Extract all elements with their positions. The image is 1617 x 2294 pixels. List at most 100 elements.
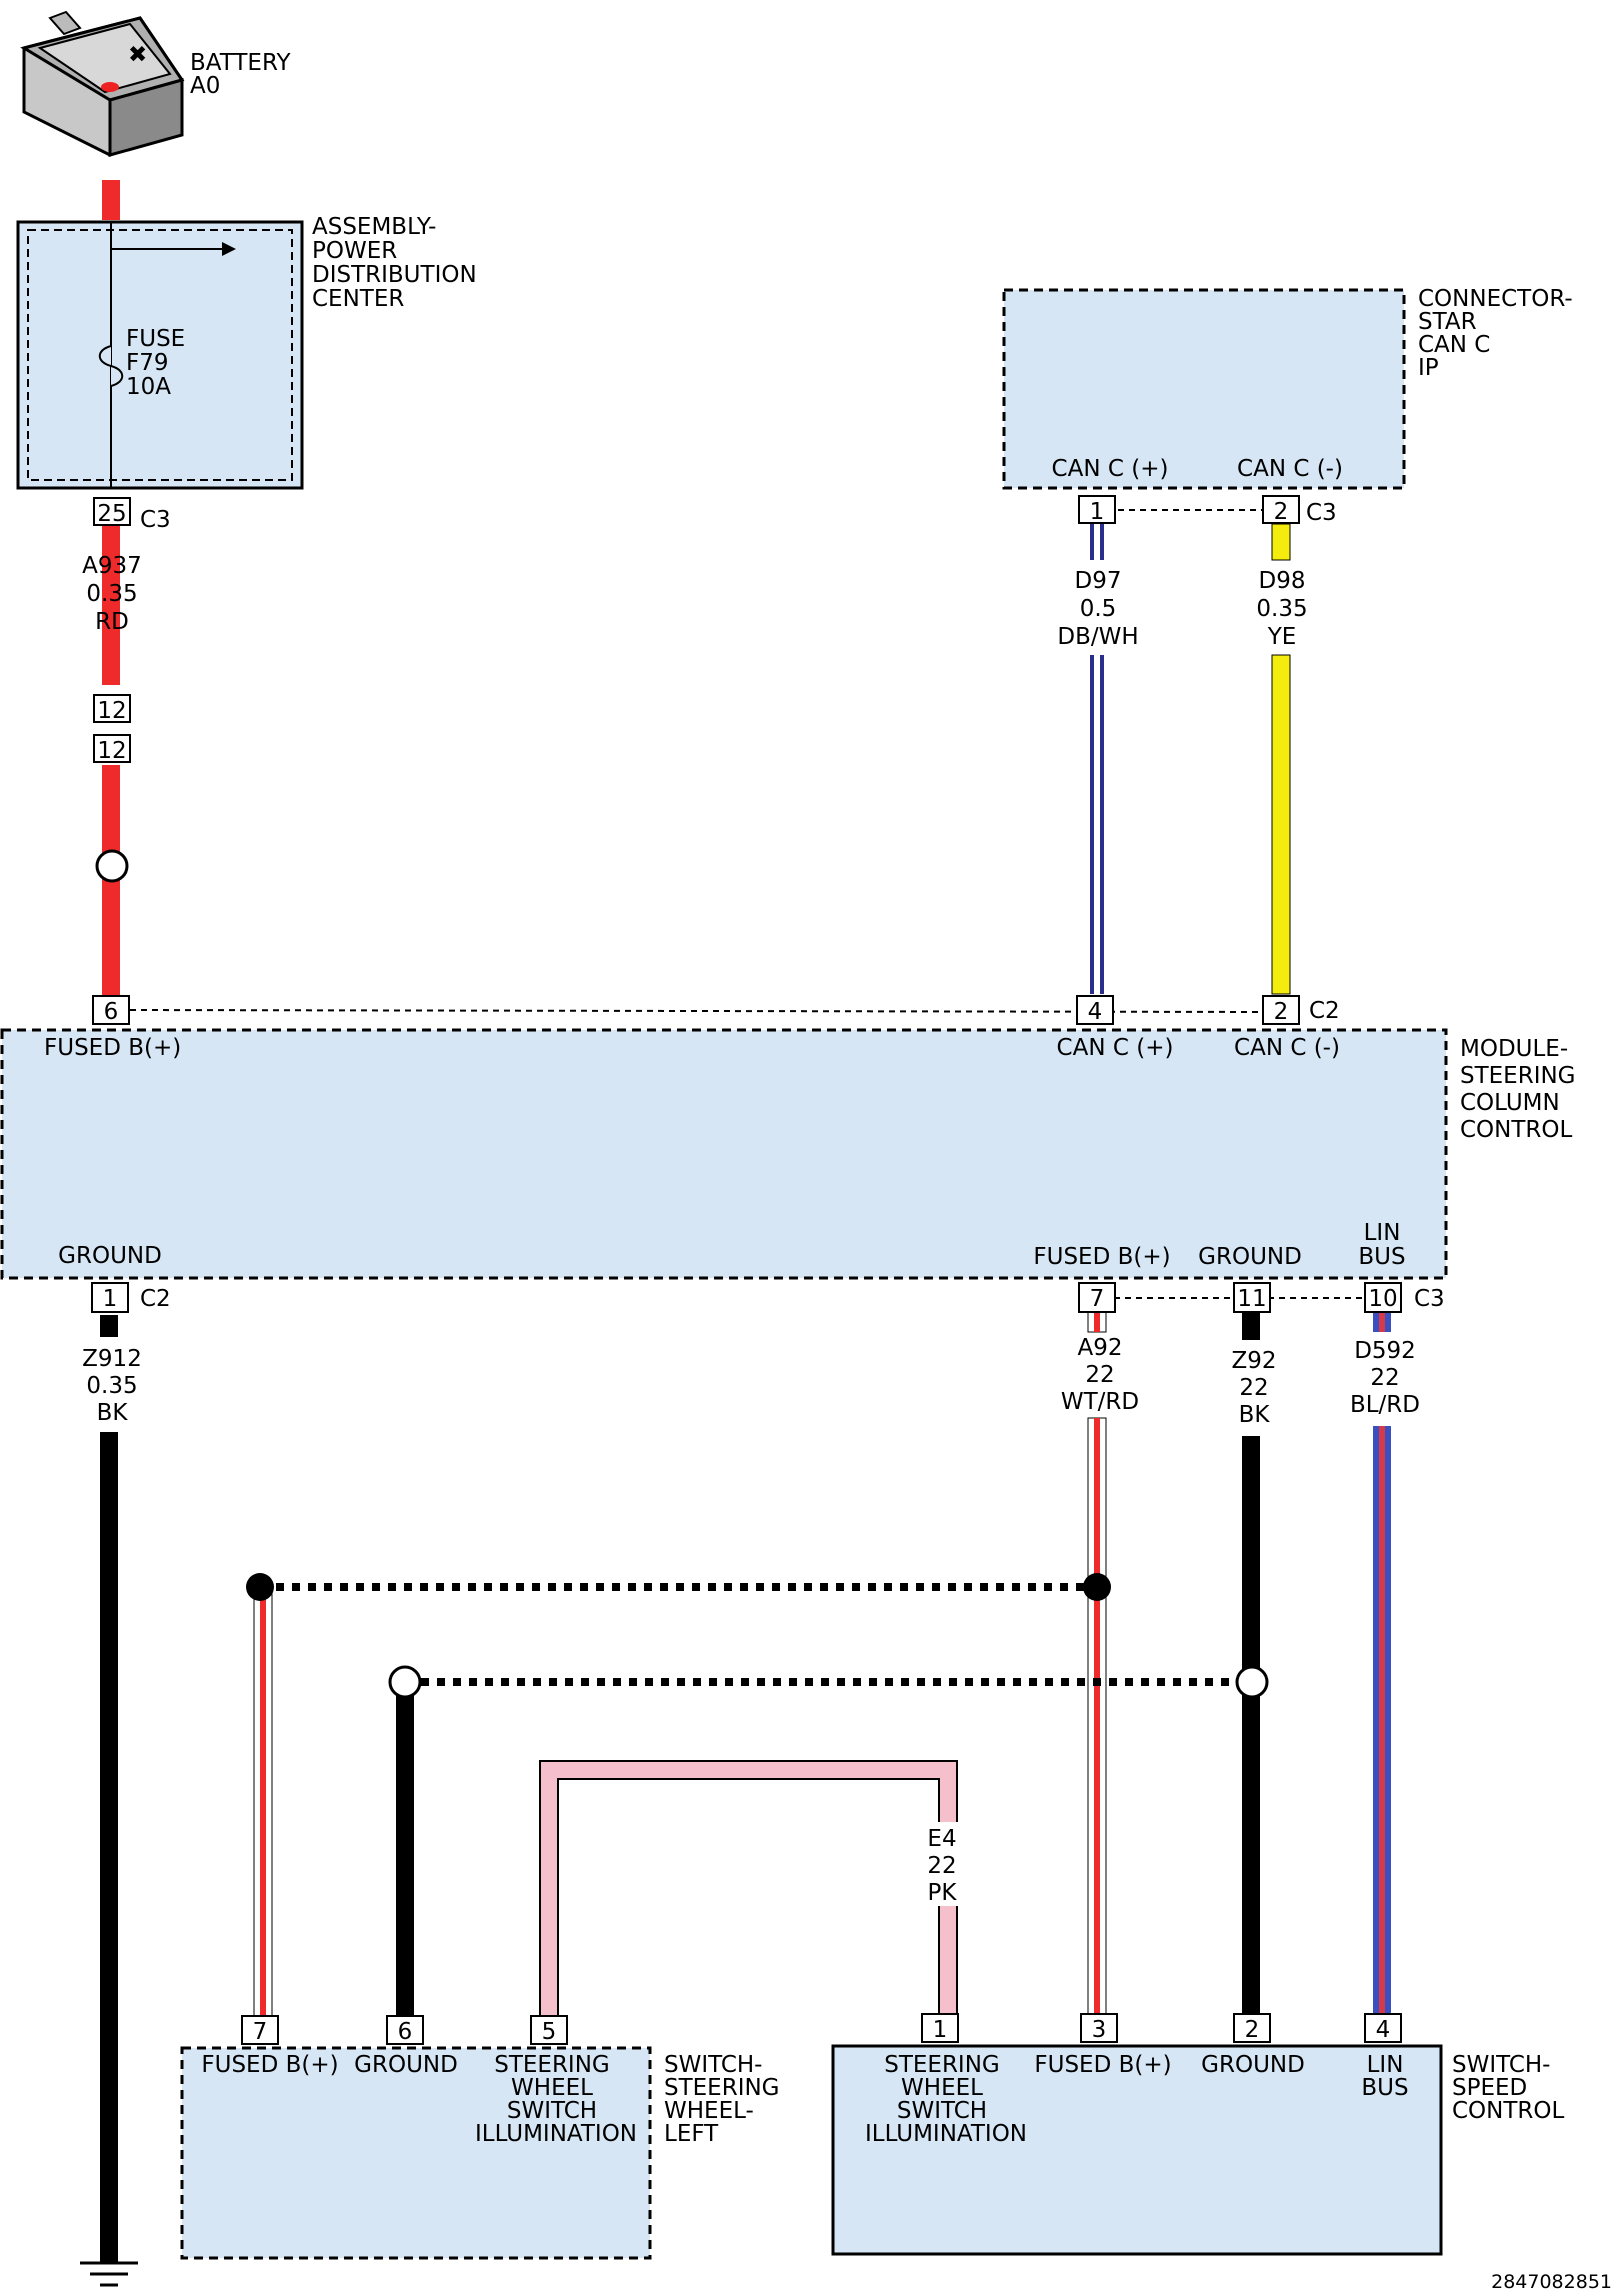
wire-e4-id: E4: [927, 1826, 956, 1852]
wire-d97-gap: [1080, 560, 1120, 655]
module-ground-connector: C2: [140, 1286, 171, 1312]
module-pin-fused2: 7: [1090, 1286, 1105, 1312]
swl-illum-line-2: WHEEL: [511, 2075, 593, 2101]
wire-d592-size: 22: [1370, 1365, 1399, 1391]
wire-a92-size: 22: [1085, 1362, 1114, 1388]
wire-d592-color: BL/RD: [1350, 1392, 1420, 1418]
ssc-title-line-1: SWITCH-: [1452, 2052, 1550, 2078]
module-pin-can-pos: 4: [1088, 999, 1103, 1025]
fuse-rating: 10A: [126, 374, 171, 400]
wire-d97-id: D97: [1075, 568, 1122, 594]
swl-ground-label: GROUND: [354, 2052, 458, 2078]
ssc-pin-ground: 2: [1245, 2017, 1260, 2043]
module-pin-can-pos-box: [1076, 995, 1114, 1025]
ssc-pin-ground-box: [1233, 2013, 1271, 2043]
wire-d97-color: DB/WH: [1057, 624, 1138, 650]
star-pin-neg: 2: [1274, 499, 1289, 525]
svg-text:✖: ✖: [128, 42, 147, 68]
wire-d97-size: 0.5: [1080, 596, 1117, 622]
swl-title-line-3: WHEEL-: [664, 2098, 754, 2124]
swl-illum-line-4: ILLUMINATION: [475, 2121, 637, 2147]
wire-d98-size: 0.35: [1256, 596, 1307, 622]
pdc-title-line-2: POWER: [312, 238, 397, 264]
swl-title-line-2: STEERING: [664, 2075, 780, 2101]
ssc-title-line-2: SPEED: [1452, 2075, 1527, 2101]
wire-splice-ground: [396, 1680, 414, 2018]
module-title-line-4: CONTROL: [1460, 1117, 1573, 1143]
pdc-pin: 25: [97, 501, 126, 527]
inline-connector-top: [93, 694, 131, 723]
star-title-line-4: IP: [1418, 355, 1439, 381]
wire-d98: [1271, 523, 1291, 995]
swl-pin-illum: 5: [542, 2019, 557, 2045]
ssc-box: [831, 2044, 1443, 2256]
ssc-fused-label: FUSED B(+): [1034, 2052, 1171, 2078]
swl-pin-fused-box: [241, 2015, 279, 2045]
star-pin-pos: 1: [1090, 499, 1105, 525]
star-pin-neg-box: [1262, 495, 1300, 524]
star-title-line-1: CONNECTOR-: [1418, 286, 1573, 312]
star-title-line-2: STAR: [1418, 309, 1477, 335]
splice-fused-left: [246, 1573, 274, 1601]
module-fused2-label: FUSED B(+): [1033, 1244, 1170, 1270]
swl-illum-line-1: STEERING: [494, 2052, 610, 2078]
fuse-label: FUSE: [126, 326, 185, 352]
swl-pin-ground-box: [386, 2015, 424, 2045]
battery-id: A0: [190, 73, 220, 99]
module-title-line-2: STEERING: [1460, 1063, 1576, 1089]
ssc-pin-illum: 1: [933, 2017, 948, 2043]
splice-fused-right: [1083, 1573, 1111, 1601]
swl-pin-fused: 7: [253, 2019, 268, 2045]
ssc-ground-label: GROUND: [1201, 2052, 1305, 2078]
wire-z92-color: BK: [1239, 1402, 1271, 1428]
module-bottom-connector: C3: [1414, 1286, 1445, 1312]
ssc-lin-line-1: LIN: [1367, 2052, 1404, 2078]
module-pin-ground-box: [91, 1282, 129, 1313]
wire-z92-size: 22: [1239, 1375, 1268, 1401]
wire-e4-color: PK: [928, 1880, 958, 1906]
pdc-box: [16, 220, 304, 490]
splice-ground-right: [1235, 1665, 1269, 1699]
splice-ground-left: [388, 1665, 422, 1699]
module-pin-ground2: 11: [1237, 1286, 1266, 1312]
ssc-illum-line-4: ILLUMINATION: [865, 2121, 1027, 2147]
module-top-pin-link: [129, 1009, 1263, 1013]
ssc-pin-fused: 3: [1092, 2017, 1107, 2043]
swl-illum-line-3: SWITCH: [507, 2098, 597, 2124]
inline-pin-bottom: 12: [97, 738, 126, 764]
module-pin-fused: 6: [104, 999, 119, 1025]
wire-a937: [102, 180, 120, 1005]
module-lin-label-line-1: LIN: [1364, 1220, 1401, 1246]
ssc-illum-line-1: STEERING: [884, 2052, 1000, 2078]
ssc-lin-line-2: BUS: [1361, 2075, 1408, 2101]
diagram-reference-number: 2847082851: [1491, 2271, 1612, 2293]
swl-title-line-4: LEFT: [664, 2121, 719, 2147]
fuse-id: F79: [126, 350, 169, 376]
pdc-connector: C3: [140, 507, 171, 533]
pdc-title-line-3: DISTRIBUTION: [312, 262, 477, 288]
module-pin-lin-box: [1364, 1282, 1402, 1313]
pdc-title-line-4: CENTER: [312, 286, 404, 312]
module-pin-lin: 10: [1368, 1286, 1397, 1312]
module-can-pos-label: CAN C (+): [1057, 1035, 1174, 1061]
wire-z912-id: Z912: [82, 1346, 142, 1372]
wire-d592: [1373, 1312, 1391, 2018]
pdc-title-line-1: ASSEMBLY-: [312, 214, 436, 240]
module-ground-label: GROUND: [58, 1243, 162, 1269]
swl-pin-illum-box: [530, 2015, 568, 2045]
module-pin-ground: 1: [103, 1286, 118, 1312]
wire-z912: [100, 1315, 118, 2262]
module-title-line-1: MODULE-: [1460, 1036, 1568, 1062]
wire-z912-color: BK: [97, 1400, 129, 1426]
wire-z92: [1242, 1312, 1260, 2018]
module-pin-can-neg-box: [1262, 995, 1300, 1025]
ssc-illum-line-2: WHEEL: [901, 2075, 983, 2101]
module-ground2-label: GROUND: [1198, 1244, 1302, 1270]
ssc-title-line-3: CONTROL: [1452, 2098, 1565, 2124]
wire-a92-id: A92: [1077, 1335, 1122, 1361]
ssc-pin-fused-box: [1080, 2013, 1118, 2043]
battery-icon: ✖: [20, 10, 185, 157]
wire-z912-size: 0.35: [86, 1373, 137, 1399]
wire-d592-id: D592: [1354, 1338, 1416, 1364]
module-pin-fused-box: [92, 995, 130, 1025]
